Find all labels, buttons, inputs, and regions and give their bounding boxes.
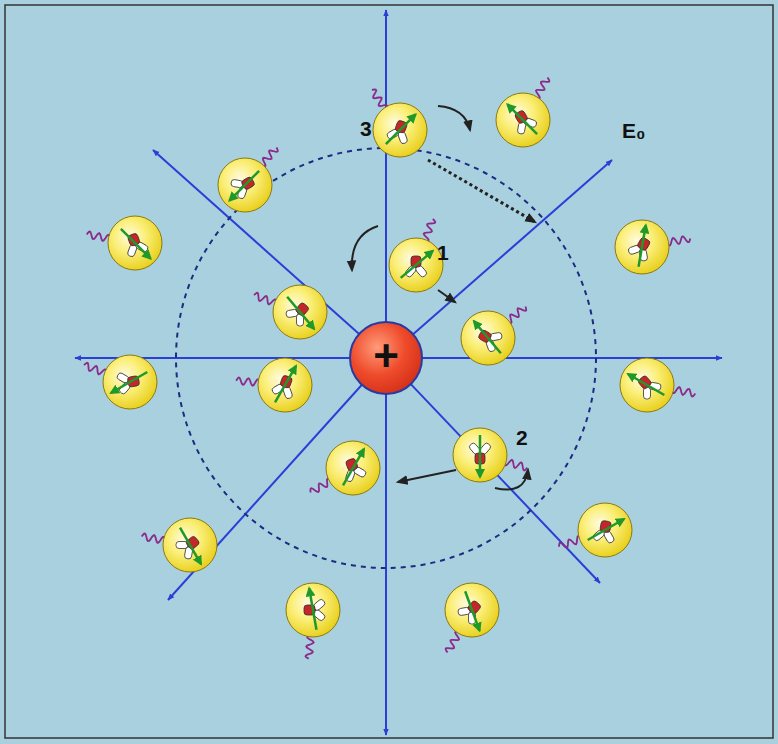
- field-line: [422, 357, 722, 359]
- dipole-arrow: [465, 591, 479, 630]
- water-molecule: [310, 441, 380, 495]
- water-molecule: [559, 503, 632, 557]
- water-molecule: [254, 285, 327, 339]
- thermal-wave: [261, 148, 278, 167]
- dipole-arrow: [287, 297, 314, 329]
- water-molecule: [236, 358, 312, 412]
- thermal-wave: [672, 387, 696, 396]
- dipole-arrow: [507, 104, 537, 134]
- water-molecule: [87, 216, 162, 270]
- dipole-arrow: [111, 372, 147, 393]
- thermal-wave: [306, 635, 314, 659]
- field-lines: [75, 10, 722, 735]
- dipole-arrow: [588, 519, 624, 540]
- water-molecule: [389, 219, 443, 292]
- molecule-sphere: [108, 216, 162, 270]
- water-molecule: [453, 428, 527, 482]
- water-molecule: [445, 583, 499, 652]
- dipole-arrow: [275, 366, 296, 402]
- positive-ion: +: [349, 321, 423, 395]
- water-molecule: [496, 78, 550, 147]
- field-line: [411, 384, 600, 583]
- molecule-sphere: [445, 583, 499, 637]
- water-molecule: [615, 220, 690, 274]
- thermal-wave: [424, 219, 436, 242]
- molecule-sphere: [273, 285, 327, 339]
- dipole-arrow: [343, 449, 364, 485]
- molecule-sphere: [286, 583, 340, 637]
- water-molecule: [218, 148, 278, 213]
- molecule-sphere: [620, 358, 674, 412]
- water-molecule: [142, 518, 217, 572]
- molecule-sphere: [389, 238, 443, 292]
- dipole-arrow: [121, 229, 151, 259]
- field-line: [385, 394, 387, 735]
- thermal-wave: [254, 293, 277, 305]
- water-molecules: [84, 78, 695, 659]
- thermal-wave: [536, 78, 550, 99]
- water-model: [339, 456, 368, 485]
- molecule-sphere: [453, 428, 507, 482]
- thermal-wave: [504, 460, 527, 471]
- molecule-sphere: [373, 103, 427, 157]
- field-label: E₀: [622, 120, 645, 141]
- ion-charge: +: [373, 334, 399, 378]
- water-model: [228, 170, 259, 201]
- dipole-arrow: [229, 171, 259, 201]
- thermal-wave: [446, 632, 460, 653]
- callout-number: 1: [437, 242, 449, 263]
- molecule-sphere: [103, 355, 157, 409]
- field-line: [413, 160, 612, 334]
- frame: [5, 5, 773, 738]
- water-molecule: [286, 583, 340, 659]
- callout-number: 2: [516, 427, 528, 448]
- dipole-arrow: [386, 114, 416, 144]
- thermal-wave: [667, 236, 691, 245]
- molecule-sphere: [326, 441, 380, 495]
- water-molecule: [372, 90, 427, 158]
- dipole-arrow: [180, 528, 201, 564]
- dipole-arrow: [639, 225, 646, 266]
- water-model: [283, 298, 315, 330]
- thermal-wave: [559, 536, 582, 548]
- field-line: [385, 10, 387, 322]
- water-molecule: [461, 307, 526, 366]
- dipole-arrow: [628, 374, 664, 395]
- water-molecule: [84, 355, 157, 409]
- dipole-arrow: [401, 251, 433, 278]
- callout-number: 3: [360, 118, 372, 139]
- dipole-arrow: [309, 588, 316, 629]
- dipole-arrow: [479, 435, 482, 477]
- thermal-wave: [372, 90, 387, 110]
- molecule-sphere: [218, 158, 272, 212]
- molecule-sphere: [496, 93, 550, 147]
- molecule-sphere: [461, 311, 515, 365]
- molecule-sphere: [258, 358, 312, 412]
- field-line: [153, 150, 359, 334]
- water-model: [173, 530, 205, 562]
- molecule-sphere: [578, 503, 632, 557]
- water-molecule: [620, 358, 695, 412]
- water-model: [591, 519, 618, 545]
- thermal-wave: [236, 378, 260, 386]
- thermal-wave: [84, 363, 107, 375]
- thermal-wave: [142, 534, 166, 543]
- thermal-wave: [87, 232, 111, 241]
- dashed-shell: [176, 148, 596, 568]
- dipole-arrow: [474, 321, 501, 353]
- motion-arrows: [352, 106, 535, 490]
- molecule-sphere: [163, 518, 217, 572]
- thermal-wave: [507, 307, 526, 324]
- thermal-wave: [310, 479, 331, 493]
- molecule-sphere: [615, 220, 669, 274]
- water-model: [455, 596, 487, 628]
